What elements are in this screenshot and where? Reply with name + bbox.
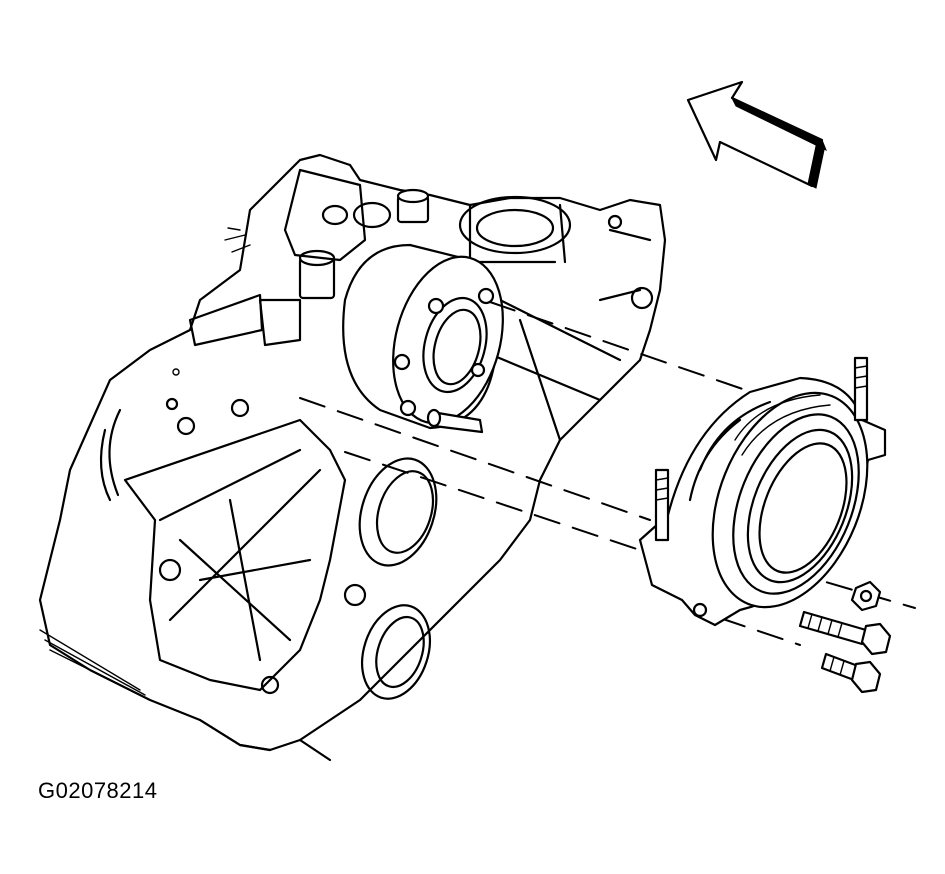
- housing-bolt-lower: [820, 652, 882, 694]
- rear-crankshaft-flange: [342, 243, 504, 434]
- housing-nut: [850, 580, 882, 612]
- housing-stud-left: [654, 468, 670, 542]
- housing-stud-right: [853, 356, 869, 422]
- rear-main-seal-housing: [638, 356, 887, 627]
- engine-block: [38, 153, 667, 762]
- housing-bolt-upper: [798, 610, 892, 656]
- alignment-lines: [299, 301, 916, 646]
- figure-id-label: G02078214: [38, 778, 158, 803]
- direction-arrow-icon: [686, 80, 827, 189]
